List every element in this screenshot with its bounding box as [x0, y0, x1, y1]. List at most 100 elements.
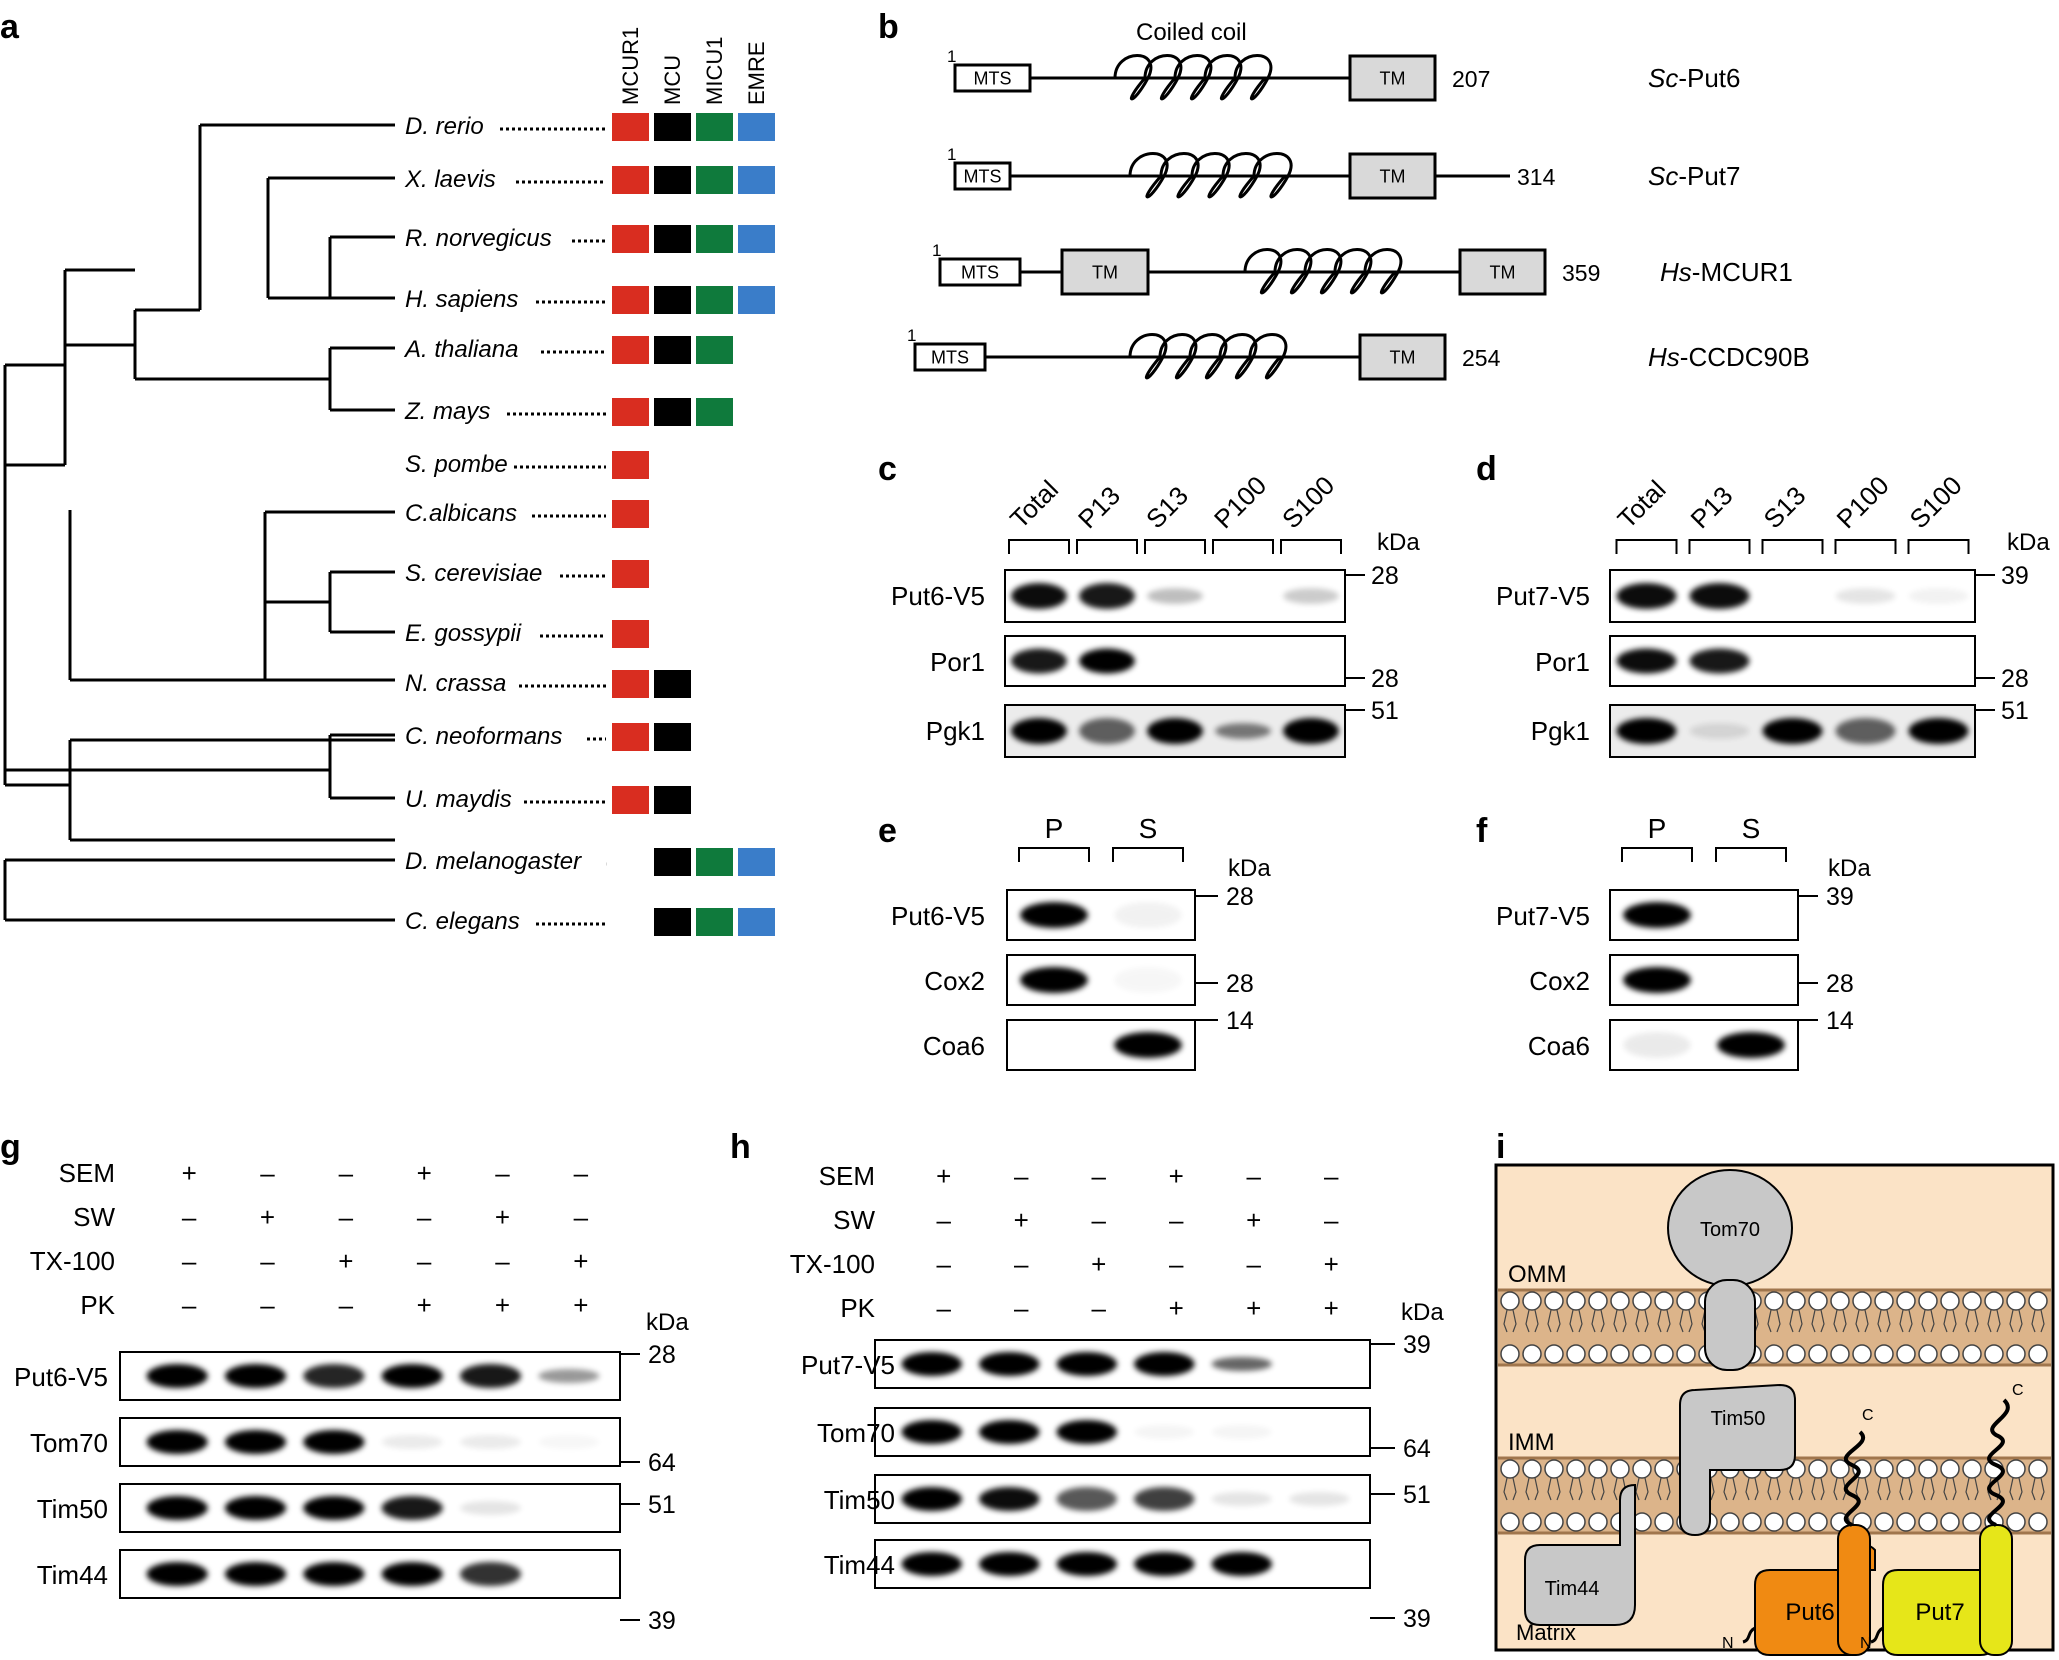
lipid-head — [1632, 1459, 1652, 1479]
omm-label: OMM — [1508, 1261, 1567, 1288]
tim44-protein — [1524, 1483, 1636, 1626]
lane-bracket — [1008, 539, 1070, 554]
species-prefix: Hs — [1660, 257, 1692, 287]
blot-band — [303, 1496, 365, 1520]
mts-domain-label: MTS — [964, 166, 1002, 186]
lipid-tail — [2009, 1477, 2023, 1501]
lipid-head — [1676, 1344, 1696, 1364]
condition-sign: + — [417, 1158, 432, 1188]
lipid-head — [1610, 1291, 1630, 1311]
lipid-head — [1830, 1344, 1850, 1364]
presence-box-mcur1 — [612, 225, 649, 253]
marker-value: 39 — [1826, 883, 1854, 911]
marker-value: 51 — [1371, 697, 1399, 725]
condition-sign: + — [573, 1246, 588, 1276]
condition-sign: + — [573, 1290, 588, 1320]
blot-band — [538, 1435, 599, 1449]
lipid-head — [1654, 1344, 1674, 1364]
species-label: C. neoformans — [405, 723, 562, 750]
lipid-head — [1566, 1291, 1586, 1311]
residue-start: 1 — [932, 241, 941, 260]
protein-suffix: -Put6 — [1678, 63, 1740, 93]
marker-value: 14 — [1826, 1007, 1854, 1035]
blot-band — [1147, 588, 1203, 604]
marker-value: 39 — [1403, 1331, 1431, 1359]
blot-band — [1623, 1032, 1691, 1058]
condition-sign: + — [1169, 1161, 1184, 1191]
column-header-mcur1: MCUR1 — [618, 27, 643, 105]
condition-sign: – — [182, 1246, 197, 1276]
presence-box-micu1 — [696, 225, 733, 253]
protein-length: 314 — [1517, 164, 1556, 190]
lane-bracket — [1112, 847, 1184, 862]
residue-start: 1 — [907, 326, 916, 345]
lane-label: S13 — [1140, 480, 1194, 534]
lipid-head — [1544, 1512, 1564, 1532]
presence-box-micu1 — [696, 166, 733, 194]
lipid-tail — [1503, 1309, 1517, 1333]
lipid-head — [2028, 1344, 2048, 1364]
lipid-head — [1808, 1291, 1828, 1311]
marker-value: 64 — [1403, 1435, 1431, 1463]
lipid-head — [2006, 1459, 2026, 1479]
protein-suffix: -MCUR1 — [1692, 257, 1793, 287]
lipid-head — [1544, 1344, 1564, 1364]
blot-row-label: Tim50 — [824, 1485, 895, 1515]
marker-value: 51 — [1403, 1481, 1431, 1509]
lipid-tail — [2009, 1309, 2023, 1333]
put6-n-terminus: N — [1722, 1635, 1734, 1652]
condition-sign: – — [1092, 1161, 1107, 1191]
marker-value: 39 — [2001, 562, 2029, 590]
lipid-tail — [1921, 1477, 1935, 1501]
residue-start: 1 — [947, 145, 956, 164]
blot-band — [979, 1552, 1040, 1576]
blot-band — [381, 1496, 443, 1520]
condition-sign: + — [338, 1246, 353, 1276]
blot-band — [1283, 588, 1339, 604]
species-label: D. rerio — [405, 113, 484, 140]
lipid-tail — [1921, 1309, 1935, 1333]
lane-label: S — [1742, 813, 1761, 844]
blot-band — [224, 1496, 287, 1520]
blot-band — [1623, 967, 1691, 993]
panel-label-i: i — [1496, 1128, 1505, 1166]
presence-box-emre — [738, 113, 775, 141]
blot-band — [1056, 1420, 1117, 1444]
protein-name: Sc-Put6 — [1648, 63, 1741, 93]
blot-band — [1908, 588, 1969, 604]
blot-band — [459, 1364, 522, 1388]
presence-matrix — [612, 113, 775, 936]
marker-value: 28 — [2001, 665, 2029, 693]
blot-row-label: Cox2 — [924, 966, 985, 996]
lipid-tail — [1503, 1477, 1517, 1501]
kda-label: kDa — [1401, 1299, 1444, 1326]
blot-band — [1114, 902, 1182, 928]
lipid-tail — [1965, 1309, 1979, 1333]
lipid-head — [1852, 1291, 1872, 1311]
marker-value: 39 — [648, 1607, 676, 1635]
blot-row-label: Tom70 — [30, 1428, 108, 1458]
blot-band — [303, 1430, 365, 1454]
condition-sign: – — [937, 1205, 952, 1235]
blot-row-label: Por1 — [1535, 647, 1590, 677]
blot-band — [538, 1369, 600, 1383]
condition-sign: – — [937, 1293, 952, 1323]
tm-domain-label: TM — [1380, 166, 1406, 186]
tm-domain — [1348, 54, 1437, 102]
condition-sign: – — [574, 1202, 589, 1232]
condition-sign: – — [260, 1290, 275, 1320]
tm-domain — [1060, 248, 1150, 296]
lipid-head — [1808, 1512, 1828, 1532]
tm-domain — [1348, 152, 1437, 200]
mts-domain-label: MTS — [974, 68, 1012, 88]
lane-bracket — [1761, 539, 1824, 554]
blot-band — [1079, 648, 1135, 674]
blot-band — [1689, 648, 1750, 674]
blot-band — [224, 1430, 287, 1454]
coiled-coil-helix — [1128, 152, 1293, 199]
presence-box-mcur1 — [612, 398, 649, 426]
lipid-head — [1984, 1291, 2004, 1311]
put6-tm-stem — [1837, 1524, 1871, 1656]
lipid-head — [1742, 1512, 1762, 1532]
protease-protection-blot-put7: SEM+––+––SW–+––+–TX-100––+––+PK–––+++kDa… — [790, 1161, 1445, 1633]
